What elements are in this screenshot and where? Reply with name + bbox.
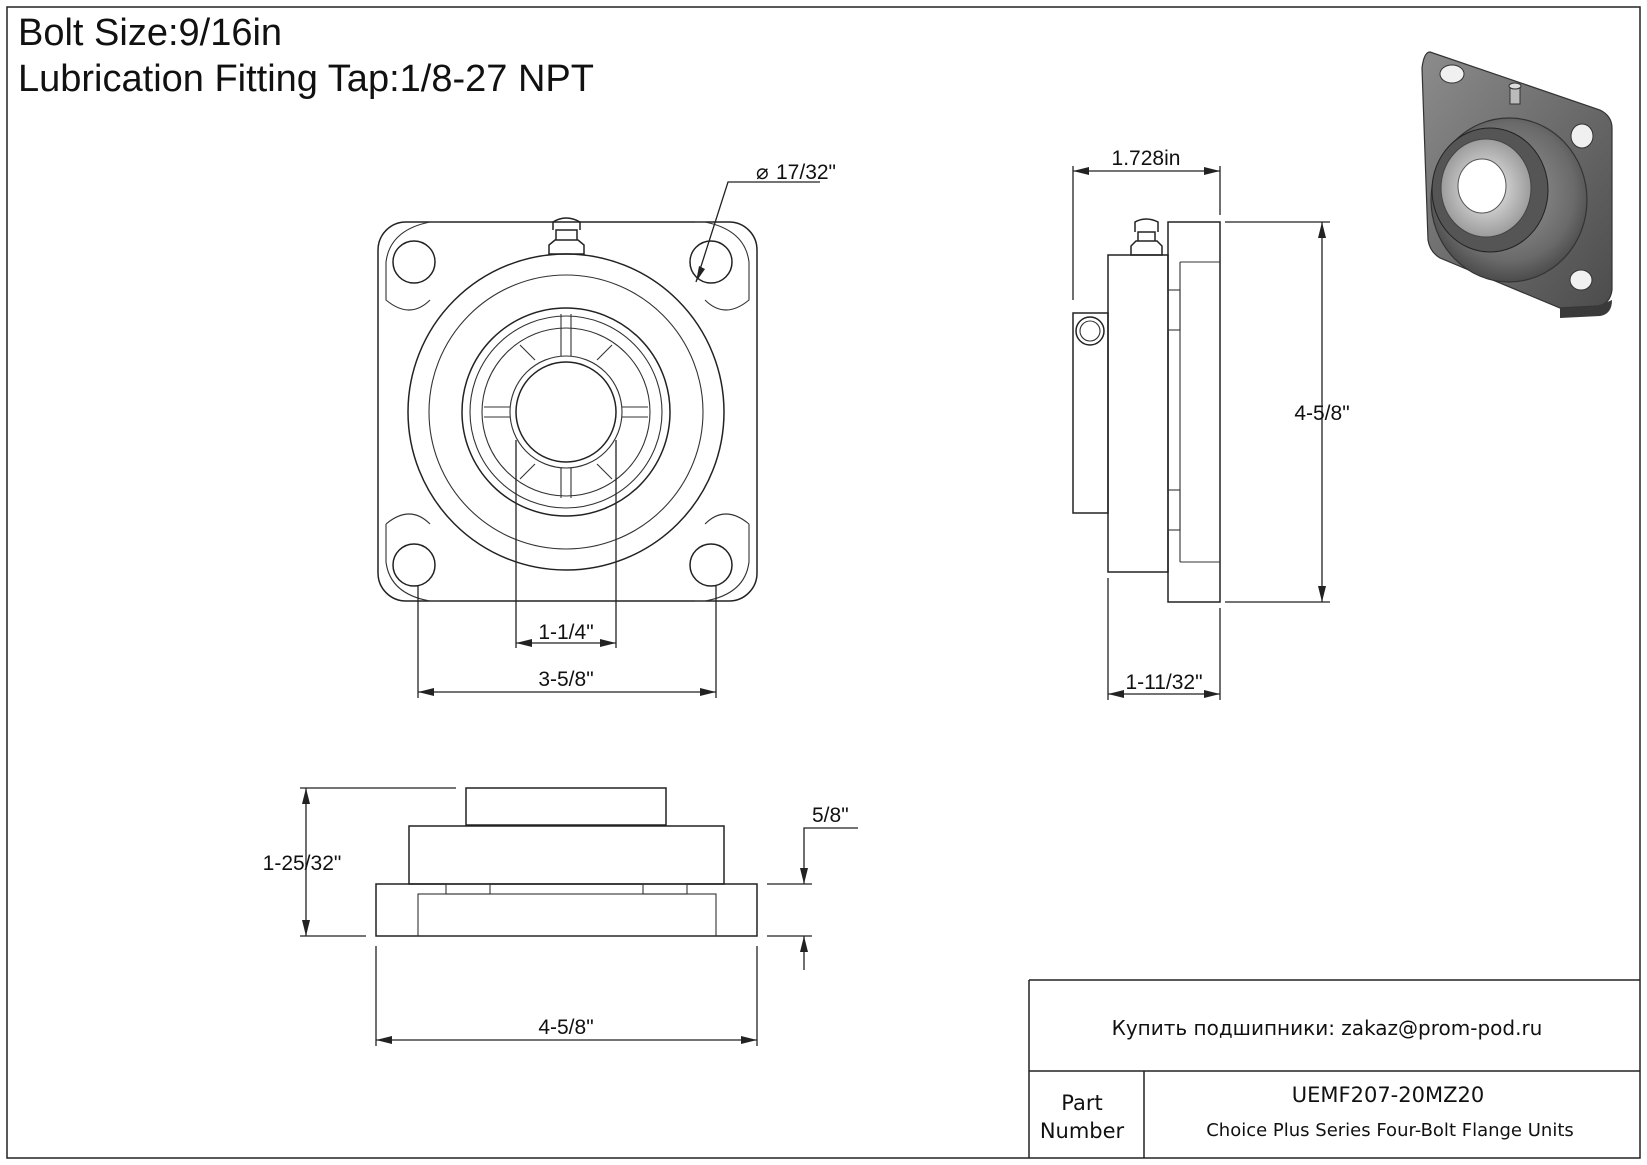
side-setscrew bbox=[1075, 316, 1105, 346]
bottom-view bbox=[375, 787, 758, 937]
contact-text: Купить подшипники: zakaz@prom-pod.ru bbox=[1112, 1016, 1543, 1040]
side-flange-notch-top bbox=[1167, 289, 1181, 331]
housing-outer bbox=[407, 253, 725, 571]
bolt-hole-top-left bbox=[392, 240, 436, 284]
iso-bolt-hole-2 bbox=[1570, 123, 1594, 149]
bolt-hole-leader bbox=[695, 181, 820, 283]
side-view-dimensions: 1.728in 4-5/8" 1-11/32" bbox=[1072, 147, 1350, 700]
bore-dimension-text: 1-1/4" bbox=[538, 621, 593, 644]
flange-thick-leader-top bbox=[803, 827, 858, 884]
front-view bbox=[377, 217, 758, 602]
bolt-hole-bottom-left bbox=[392, 543, 436, 587]
flange-thickness-text: 5/8" bbox=[812, 804, 849, 827]
iso-bore bbox=[1457, 158, 1507, 214]
iso-bolt-hole-1 bbox=[1439, 64, 1465, 84]
isometric-render bbox=[1421, 51, 1613, 318]
housing-boss bbox=[428, 274, 704, 550]
front-view-dimensions: ⌀ 17/32" 1-1/4" 3-5/8" bbox=[417, 161, 836, 698]
side-depth-text: 1-11/32" bbox=[1125, 671, 1202, 694]
bottom-flange-pad-right bbox=[642, 883, 688, 895]
bottom-flange-recess bbox=[417, 893, 717, 937]
iso-flange-edge bbox=[1560, 300, 1612, 318]
bolt-hole-diameter-symbol: ⌀ bbox=[756, 161, 769, 184]
side-grease-fitting bbox=[1130, 218, 1163, 256]
flange-plate-outline bbox=[377, 221, 758, 602]
bottom-flange-pad-left bbox=[445, 883, 491, 895]
side-flange bbox=[1167, 221, 1221, 603]
bottom-height-text: 1-25/32" bbox=[263, 852, 342, 875]
side-height-text: 4-5/8" bbox=[1294, 402, 1349, 425]
iso-grease-fitting bbox=[1509, 87, 1521, 105]
side-flange-notch-bottom bbox=[1167, 489, 1181, 531]
bottom-flange bbox=[375, 883, 758, 937]
side-collar bbox=[1072, 312, 1109, 514]
iso-bolt-hole-3 bbox=[1569, 269, 1593, 291]
bolt-hole-diameter-text: 17/32" bbox=[776, 161, 836, 184]
bolt-hole-bottom-right bbox=[689, 543, 733, 587]
part-description: Choice Plus Series Four-Bolt Flange Unit… bbox=[1206, 1120, 1574, 1141]
sheet-border bbox=[6, 6, 1641, 1159]
side-view bbox=[1072, 218, 1221, 603]
bearing-inner-ring bbox=[481, 327, 651, 497]
bore bbox=[515, 361, 617, 463]
flange-ears-profile bbox=[385, 221, 750, 602]
part-number: UEMF207-20MZ20 bbox=[1292, 1083, 1484, 1107]
bearing-outer-ring bbox=[461, 307, 671, 517]
collar-slots bbox=[484, 314, 648, 498]
part-label-line2: Number bbox=[1040, 1119, 1125, 1143]
bolt-hole-top-right bbox=[689, 240, 733, 284]
bolt-spacing-text: 3-5/8" bbox=[538, 668, 593, 691]
part-label-line1: Part bbox=[1061, 1091, 1102, 1115]
collar-outer bbox=[509, 355, 623, 469]
side-width-text: 1.728in bbox=[1112, 147, 1181, 170]
bearing-seal bbox=[469, 315, 663, 509]
side-housing bbox=[1107, 254, 1169, 573]
bottom-width-text: 4-5/8" bbox=[538, 1016, 593, 1039]
title-block: Купить подшипники: zakaz@prom-pod.ru Par… bbox=[1028, 979, 1640, 1158]
bolt-hole-leader-arrow bbox=[696, 266, 705, 282]
bolt-size-label: Bolt Size:9/16in bbox=[18, 12, 283, 54]
bottom-housing bbox=[408, 825, 725, 885]
lubrication-fitting-label: Lubrication Fitting Tap:1/8-27 NPT bbox=[18, 58, 594, 100]
bottom-collar bbox=[465, 787, 667, 826]
bottom-view-dimensions: 1-25/32" 5/8" 4-5/8" bbox=[263, 787, 858, 1046]
grease-fitting bbox=[548, 217, 585, 255]
